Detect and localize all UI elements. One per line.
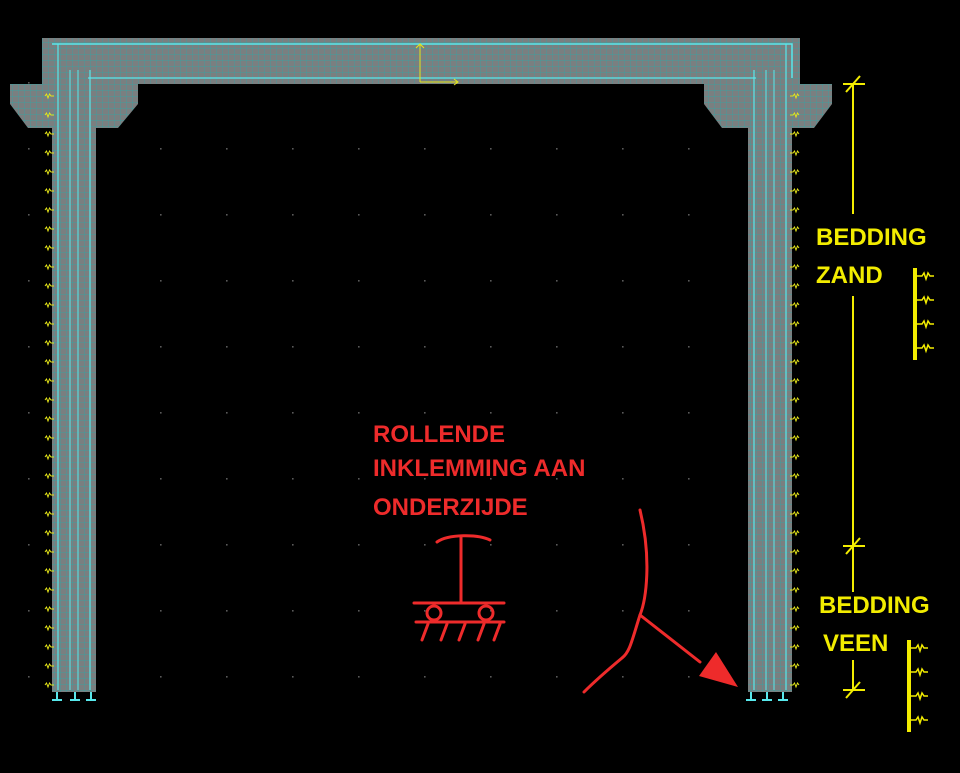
sand-label-line2: ZAND bbox=[816, 262, 883, 289]
spring-symbol bbox=[44, 567, 54, 575]
spring-symbol bbox=[44, 472, 54, 480]
spring-symbol bbox=[44, 510, 54, 518]
bottom-supports bbox=[52, 692, 788, 701]
roller-left bbox=[425, 604, 443, 622]
spring-symbol bbox=[44, 377, 54, 385]
spring-symbol bbox=[44, 339, 54, 347]
peat-label-line1: BEDDING bbox=[819, 592, 930, 619]
dimension-tick-top bbox=[843, 75, 865, 93]
spring-symbol bbox=[44, 529, 54, 537]
spring-symbol bbox=[790, 358, 800, 366]
spring-symbol bbox=[790, 130, 800, 138]
spring-symbol bbox=[44, 548, 54, 556]
spring-symbol bbox=[790, 263, 800, 271]
spring-symbol bbox=[790, 491, 800, 499]
spring-symbol bbox=[790, 434, 800, 442]
spring-symbol bbox=[44, 111, 54, 119]
spring-symbol bbox=[44, 320, 54, 328]
spring-symbol bbox=[790, 415, 800, 423]
top-slab bbox=[42, 38, 800, 84]
spring-symbol bbox=[790, 225, 800, 233]
spring-symbol bbox=[790, 643, 800, 651]
spring-symbol bbox=[790, 111, 800, 119]
note-line1: ROLLENDE bbox=[373, 421, 505, 448]
spring-symbol bbox=[44, 586, 54, 594]
spring-symbol bbox=[790, 681, 800, 689]
spring-symbol bbox=[790, 624, 800, 632]
spring-symbol bbox=[44, 301, 54, 309]
spring-symbol bbox=[44, 92, 54, 100]
spring-symbol bbox=[790, 396, 800, 404]
spring-symbol bbox=[44, 605, 54, 613]
spring-symbol bbox=[790, 339, 800, 347]
spring-symbol bbox=[44, 206, 54, 214]
spring-symbol bbox=[790, 662, 800, 670]
pointer-arrowhead bbox=[699, 652, 738, 687]
dimension-tick-middle bbox=[843, 537, 865, 555]
note-line3: ONDERZIJDE bbox=[373, 494, 528, 521]
spring-symbol bbox=[44, 187, 54, 195]
spring-symbol bbox=[44, 434, 54, 442]
spring-symbol bbox=[44, 244, 54, 252]
peat-spring-legend bbox=[907, 640, 928, 732]
spring-symbol bbox=[790, 282, 800, 290]
dimension-tick-bottom bbox=[843, 681, 865, 699]
spring-symbol bbox=[44, 643, 54, 651]
spring-symbol bbox=[44, 282, 54, 290]
spring-symbol bbox=[790, 92, 800, 100]
left-wall bbox=[52, 84, 96, 692]
spring-symbol bbox=[44, 130, 54, 138]
right-wall-springs bbox=[790, 92, 800, 689]
spring-symbol bbox=[44, 624, 54, 632]
spring-symbol bbox=[790, 453, 800, 461]
spring-symbol bbox=[44, 662, 54, 670]
peat-label-line2: VEEN bbox=[823, 630, 888, 657]
spring-symbol bbox=[790, 548, 800, 556]
spring-symbol bbox=[790, 377, 800, 385]
right-wall bbox=[748, 84, 792, 692]
note-line2: INKLEMMING AAN bbox=[373, 455, 585, 482]
spring-symbol bbox=[790, 206, 800, 214]
slab-inner-outline bbox=[52, 43, 793, 78]
spring-symbol bbox=[44, 263, 54, 271]
spring-symbol bbox=[44, 453, 54, 461]
spring-symbol bbox=[790, 586, 800, 594]
spring-symbol bbox=[790, 320, 800, 328]
sand-label-line1: BEDDING bbox=[816, 224, 927, 251]
spring-symbol bbox=[790, 567, 800, 575]
spring-symbol bbox=[44, 681, 54, 689]
clamp-top-bar bbox=[435, 534, 492, 544]
pointer-arrow bbox=[582, 508, 702, 694]
concrete-frame bbox=[10, 38, 832, 692]
spring-symbol bbox=[790, 149, 800, 157]
roller-right bbox=[477, 604, 495, 622]
sand-spring-legend bbox=[913, 268, 934, 360]
spring-symbol bbox=[790, 301, 800, 309]
spring-symbol bbox=[790, 605, 800, 613]
left-wall-springs bbox=[44, 92, 54, 689]
axis-symbol bbox=[415, 43, 459, 86]
spring-symbol bbox=[44, 149, 54, 157]
spring-symbol bbox=[44, 415, 54, 423]
spring-symbol bbox=[790, 244, 800, 252]
spring-symbol bbox=[790, 529, 800, 537]
bedding-dimension bbox=[843, 75, 865, 699]
spring-symbol bbox=[44, 396, 54, 404]
roller-clamp-sketch bbox=[412, 534, 506, 642]
spring-symbol bbox=[790, 472, 800, 480]
grid-dots bbox=[20, 80, 800, 700]
spring-symbol bbox=[44, 491, 54, 499]
spring-symbol bbox=[790, 510, 800, 518]
spring-symbol bbox=[44, 168, 54, 176]
spring-symbol bbox=[790, 187, 800, 195]
spring-symbol bbox=[44, 225, 54, 233]
spring-symbol bbox=[44, 358, 54, 366]
spring-symbol bbox=[790, 168, 800, 176]
